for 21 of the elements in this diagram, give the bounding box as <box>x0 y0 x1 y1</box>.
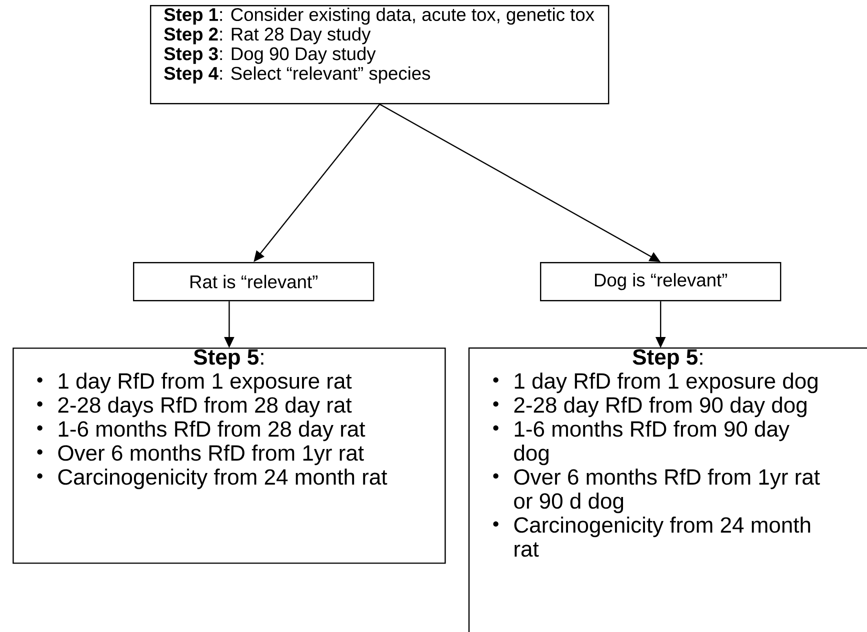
condition-box: Rat is “relevant” <box>133 262 374 302</box>
step-box <box>150 5 610 104</box>
step-box <box>468 347 867 632</box>
bullet-item: 2-28 day RfD from 90 day dog <box>493 396 806 418</box>
bullet-item: 1 day RfD from 1 exposure rat <box>37 372 352 394</box>
step-line: Step 3: Dog 90 Day study <box>164 46 376 64</box>
step-line: Step 4: Select “relevant” species <box>164 66 430 84</box>
bullet-item: 1-6 months RfD from 90 day dog <box>493 420 790 466</box>
step-box <box>12 348 446 564</box>
step-line: Step 1: Consider existing data, acute tox, genetic tox <box>164 8 594 25</box>
bullet-item: Over 6 months RfD from 1yr rat <box>37 444 364 466</box>
bullet-item: Carcinogenicity from 24 month rat <box>37 468 388 490</box>
condition-box: Dog is “relevant” <box>540 262 782 302</box>
bullet-item: 1 day RfD from 1 exposure dog <box>493 372 818 394</box>
step-heading: Step 5: <box>632 349 702 370</box>
bullet-item: Over 6 months RfD from 1yr rat or 90 d dog <box>493 468 820 514</box>
bullet-item: 1-6 months RfD from 28 day rat <box>37 420 366 442</box>
bullet-item: Carcinogenicity from 24 month rat <box>493 516 810 557</box>
step-line: Step 2: Rat 28 Day study <box>164 27 371 44</box>
step-heading: Step 5: <box>194 349 264 370</box>
bullet-item: 2-28 days RfD from 28 day rat <box>37 396 352 418</box>
